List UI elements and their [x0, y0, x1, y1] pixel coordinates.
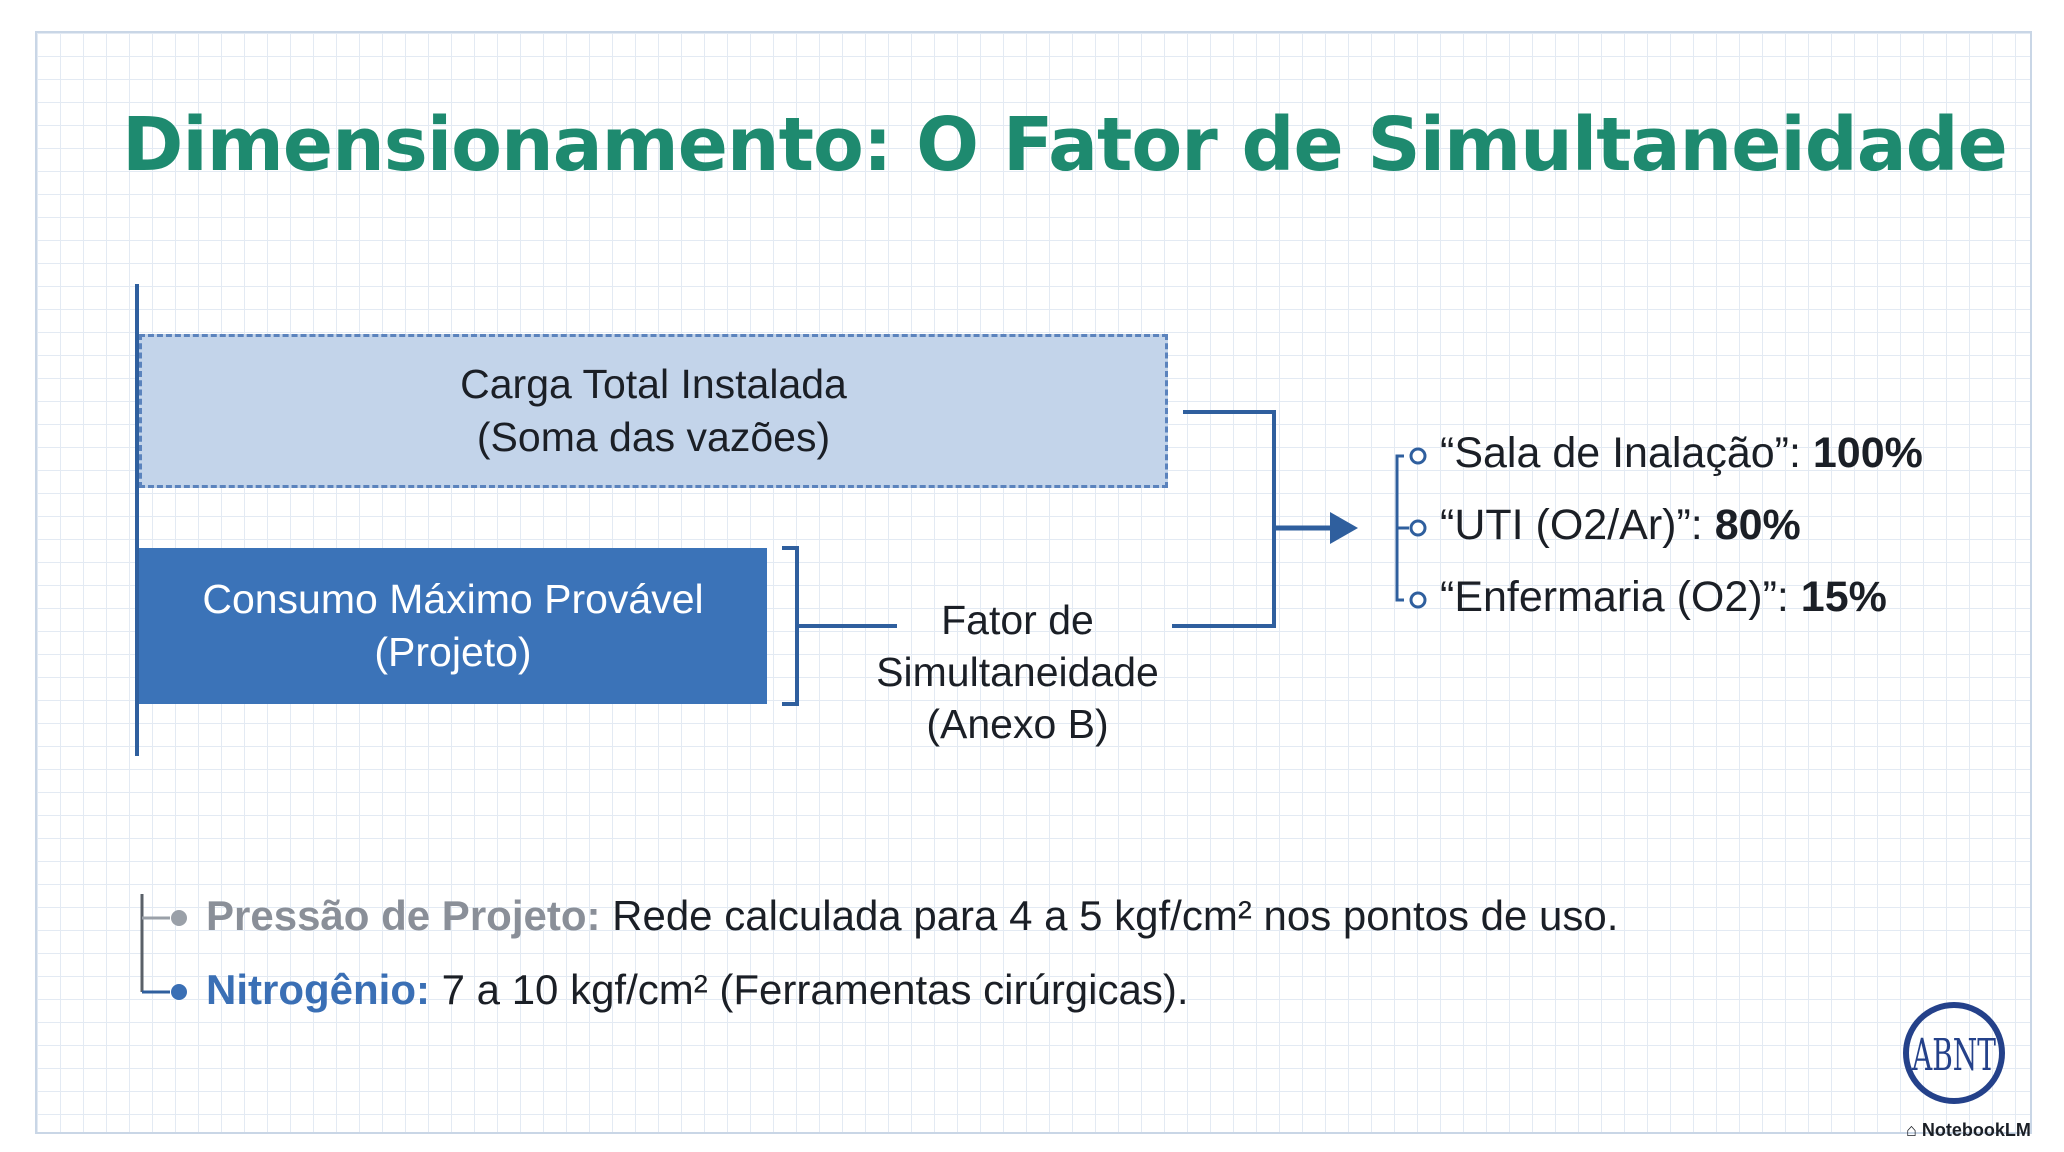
- total-connector: [1172, 410, 1276, 628]
- note-text: 7 a 10 kgf/cm² (Ferramentas cirúrgicas).: [429, 966, 1189, 1013]
- vertical-axis-line: [135, 284, 139, 756]
- note-label: Pressão de Projeto:: [206, 892, 601, 939]
- total-load-box: Carga Total Instalada (Soma das vazões): [139, 334, 1168, 488]
- list-bullet-icon: [1409, 591, 1427, 609]
- note-bullet-icon: [171, 910, 187, 926]
- factor-line1: Fator de: [941, 597, 1094, 643]
- note-bullet-icon: [171, 984, 187, 1000]
- total-load-line2: (Soma das vazões): [476, 414, 831, 460]
- abnt-seal-icon: ABNT: [1903, 1002, 2005, 1104]
- notebooklm-watermark: ⌂ NotebookLM: [1906, 1120, 2031, 1141]
- notebooklm-text: NotebookLM: [1921, 1120, 2031, 1140]
- percentage-value: 100%: [1812, 429, 1923, 477]
- note-nitrogen: Nitrogênio: 7 a 10 kgf/cm² (Ferramentas …: [206, 966, 1189, 1014]
- page-title: Dimensionamento: O Fator de Simultaneida…: [122, 102, 2008, 188]
- percentage-item: “Sala de Inalação”: 100%: [1440, 429, 1923, 478]
- note-text: Rede calculada para 4 a 5 kgf/cm² nos po…: [600, 892, 1619, 939]
- percentage-label: “Enfermaria (O2)”:: [1440, 573, 1801, 621]
- percentage-value: 15%: [1800, 573, 1887, 621]
- percentage-label: “UTI (O2/Ar)”:: [1440, 501, 1715, 549]
- factor-line3: (Anexo B): [926, 701, 1109, 747]
- notebooklm-icon: ⌂: [1906, 1120, 1922, 1140]
- total-load-line1: Carga Total Instalada: [460, 361, 847, 407]
- arrow-head-icon: [1330, 512, 1358, 544]
- simultaneity-factor-label: Fator de Simultaneidade (Anexo B): [845, 594, 1190, 750]
- percentage-value: 80%: [1714, 501, 1801, 549]
- list-bullet-icon: [1409, 447, 1427, 465]
- percentage-label: “Sala de Inalação”:: [1440, 429, 1813, 477]
- note-pressure: Pressão de Projeto: Rede calculada para …: [206, 892, 1618, 940]
- max-consumption-line1: Consumo Máximo Provável: [202, 576, 704, 622]
- list-bullet-icon: [1409, 519, 1427, 537]
- max-consumption-box: Consumo Máximo Provável (Projeto): [139, 548, 767, 704]
- grid-background: [35, 31, 2032, 1134]
- percentage-item: “UTI (O2/Ar)”: 80%: [1440, 501, 1801, 550]
- abnt-seal-text: ABNT: [1911, 1030, 1996, 1081]
- consumo-bracket: [782, 546, 799, 706]
- percentage-item: “Enfermaria (O2)”: 15%: [1440, 573, 1887, 622]
- note-label: Nitrogênio:: [206, 966, 430, 1013]
- factor-line2: Simultaneidade: [876, 649, 1159, 695]
- max-consumption-line2: (Projeto): [374, 629, 532, 675]
